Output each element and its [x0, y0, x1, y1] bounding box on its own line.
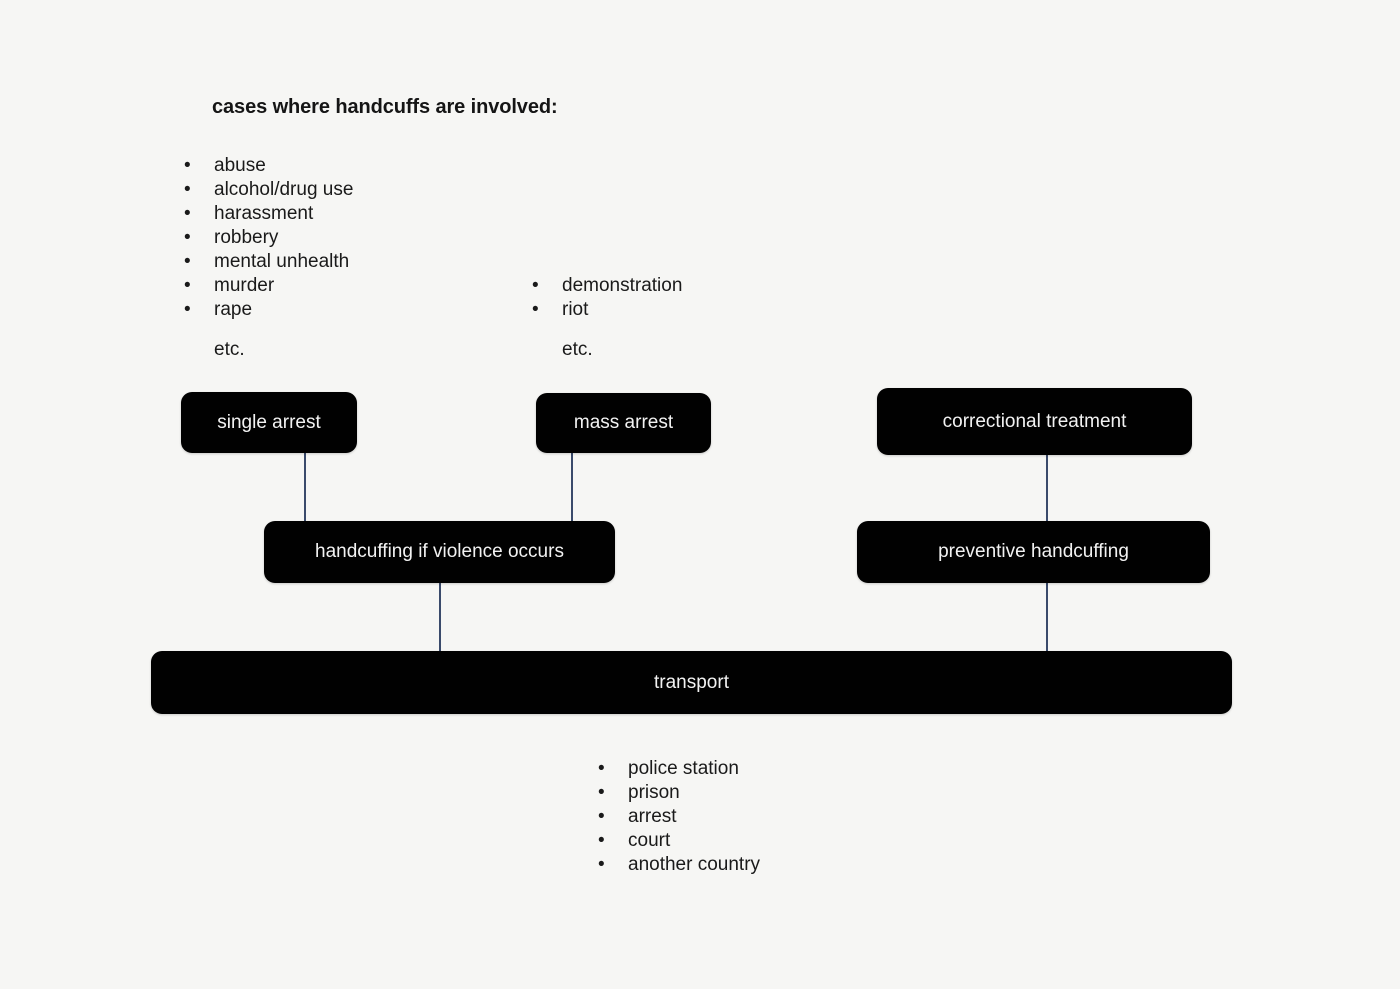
bullet-icon: •	[184, 251, 191, 272]
list-item: • mental unhealth	[184, 250, 353, 274]
bullet-icon: •	[532, 299, 539, 320]
bullet-icon: •	[184, 227, 191, 248]
node-mass-arrest[interactable]: mass arrest	[536, 393, 711, 453]
list-item-label: murder	[214, 275, 275, 296]
list-item-label: robbery	[214, 227, 279, 248]
bullet-icon: •	[184, 275, 191, 296]
node-label: single arrest	[217, 411, 321, 433]
list-item-label: riot	[562, 299, 589, 320]
list-item: • demonstration	[532, 274, 682, 298]
node-label: preventive handcuffing	[938, 541, 1129, 562]
node-label: mass arrest	[573, 412, 674, 433]
node-label: transport	[654, 671, 729, 693]
node-single-arrest[interactable]: single arrest	[181, 392, 357, 453]
list-item-label: court	[628, 830, 671, 851]
list-item: • court	[598, 829, 760, 853]
bullet-icon: •	[598, 758, 605, 779]
destinations-list: • police station • prison • arrest • cou…	[598, 757, 760, 877]
list-item: • another country	[598, 853, 760, 877]
list-item-label: harassment	[214, 203, 314, 224]
list-item-label: prison	[628, 782, 680, 803]
node-correctional-treatment[interactable]: correctional treatment	[877, 388, 1192, 455]
list-item-label: rape	[214, 299, 253, 320]
bullet-icon: •	[184, 203, 191, 224]
list-item: • abuse	[184, 154, 353, 178]
bullet-icon: •	[598, 782, 605, 803]
list-item-label: demonstration	[562, 275, 683, 296]
list-item: • police station	[598, 757, 760, 781]
mass-cases-list: • demonstration • riot etc.	[532, 274, 682, 362]
bullet-icon: •	[598, 854, 605, 875]
list-item: • riot	[532, 298, 682, 322]
node-transport[interactable]: transport	[151, 651, 1232, 714]
cases-list-etc: etc.	[214, 339, 245, 360]
bullet-icon: •	[184, 155, 191, 176]
list-item: • rape	[184, 298, 353, 322]
list-item: • murder	[184, 274, 353, 298]
page-title: cases where handcuffs are involved:	[212, 96, 558, 118]
node-label: handcuffing if violence occurs	[315, 541, 564, 562]
bullet-icon: •	[184, 299, 191, 320]
bullet-icon: •	[184, 179, 191, 200]
bullet-icon: •	[532, 275, 539, 296]
node-label: correctional treatment	[942, 410, 1127, 432]
cases-list: • abuse • alcohol/drug use • harassment …	[184, 154, 353, 362]
list-item-label: arrest	[628, 806, 677, 827]
list-item: • alcohol/drug use	[184, 178, 353, 202]
bullet-icon: •	[598, 806, 605, 827]
mass-cases-list-etc: etc.	[562, 339, 593, 360]
list-item: • harassment	[184, 202, 353, 226]
list-item-label: another country	[628, 854, 761, 875]
list-item-label: abuse	[214, 155, 266, 176]
list-item-label: police station	[628, 758, 739, 779]
list-item: • prison	[598, 781, 760, 805]
list-item: • robbery	[184, 226, 353, 250]
bullet-icon: •	[598, 830, 605, 851]
list-item-label: mental unhealth	[214, 251, 350, 272]
node-preventive-handcuffing[interactable]: preventive handcuffing	[857, 521, 1210, 583]
list-item-label: alcohol/drug use	[214, 179, 354, 200]
list-item: • arrest	[598, 805, 760, 829]
node-handcuffing-if-violence-occurs[interactable]: handcuffing if violence occurs	[264, 521, 615, 583]
